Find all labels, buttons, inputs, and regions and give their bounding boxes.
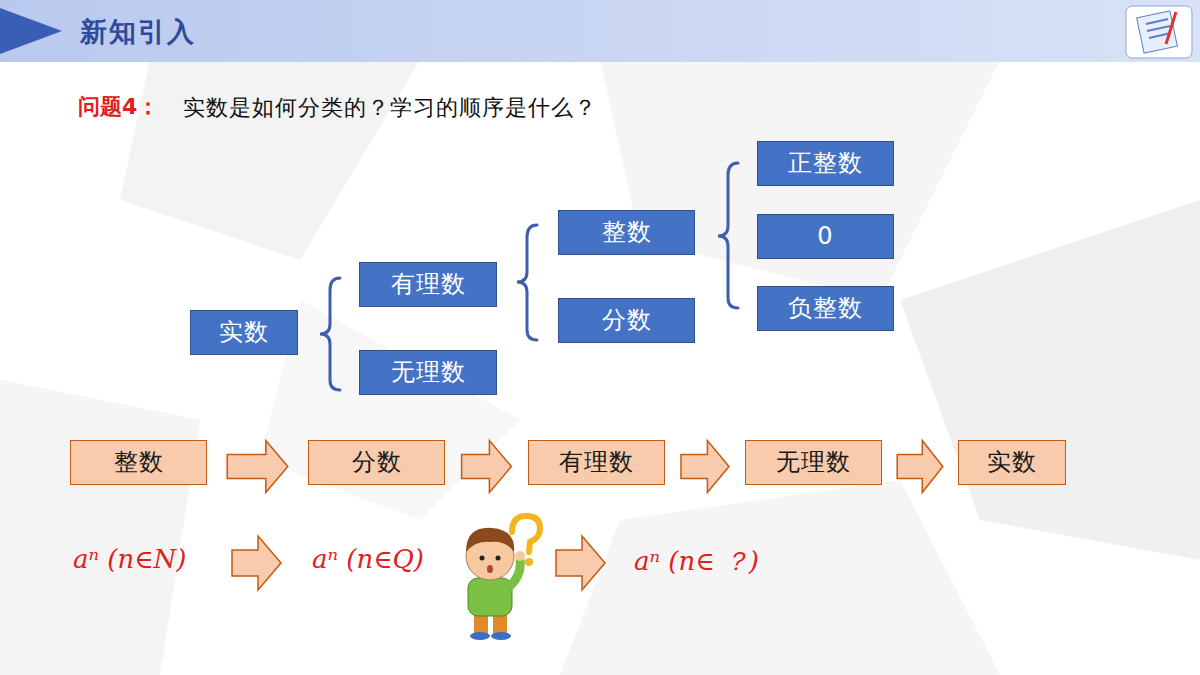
box-label: 分数 — [602, 307, 652, 333]
power-expression: aⁿ (n∈N) — [73, 544, 186, 574]
power-expression: aⁿ (n∈ ？) — [634, 544, 759, 579]
category-box: 0 — [757, 214, 894, 259]
box-label: 有理数 — [559, 449, 634, 475]
block-arrow — [232, 536, 281, 590]
boy-figure — [466, 516, 540, 640]
bg-shape — [120, 60, 420, 260]
block-arrow — [227, 441, 288, 493]
box-label: 实数 — [219, 319, 269, 345]
box-label: 无理数 — [776, 449, 851, 475]
brace — [320, 278, 340, 390]
question-text: 实数是如何分类的？学习的顺序是什么？ — [183, 93, 597, 123]
category-box: 正整数 — [757, 141, 894, 186]
header-icon — [1126, 6, 1192, 58]
slide-title: 新知引入 — [80, 14, 196, 50]
block-arrow — [462, 441, 512, 493]
category-box: 负整数 — [757, 286, 894, 331]
brace — [517, 225, 537, 340]
sequence-box: 实数 — [958, 440, 1066, 485]
sequence-box: 有理数 — [528, 440, 665, 485]
category-box: 无理数 — [359, 350, 497, 395]
sequence-box: 整数 — [70, 440, 207, 485]
sequence-box: 无理数 — [745, 440, 882, 485]
block-arrow — [681, 441, 729, 493]
bg-shape — [0, 380, 200, 675]
header-bar — [0, 0, 1200, 62]
bg-shape — [260, 300, 520, 520]
box-label: 0 — [817, 223, 833, 249]
question-number: 问题4： — [78, 92, 159, 122]
block-arrow — [897, 441, 943, 493]
bg-shape — [560, 480, 1000, 675]
box-label: 无理数 — [391, 359, 466, 385]
header-triangle — [0, 8, 62, 54]
power-expression: aⁿ (n∈Q) — [312, 544, 424, 574]
category-box: 有理数 — [359, 262, 497, 307]
box-label: 实数 — [987, 449, 1037, 475]
box-label: 整数 — [114, 449, 164, 475]
box-label: 整数 — [602, 219, 652, 245]
brace — [718, 163, 738, 308]
category-box: 分数 — [558, 298, 695, 343]
category-box: 整数 — [558, 210, 695, 255]
category-box: 实数 — [190, 310, 298, 355]
box-label: 有理数 — [391, 271, 466, 297]
block-arrow — [556, 536, 605, 590]
box-label: 分数 — [352, 449, 402, 475]
bg-shape — [600, 60, 1000, 300]
bg-shape — [900, 200, 1200, 560]
box-label: 正整数 — [788, 150, 863, 176]
sequence-box: 分数 — [308, 440, 445, 485]
box-label: 负整数 — [788, 295, 863, 321]
